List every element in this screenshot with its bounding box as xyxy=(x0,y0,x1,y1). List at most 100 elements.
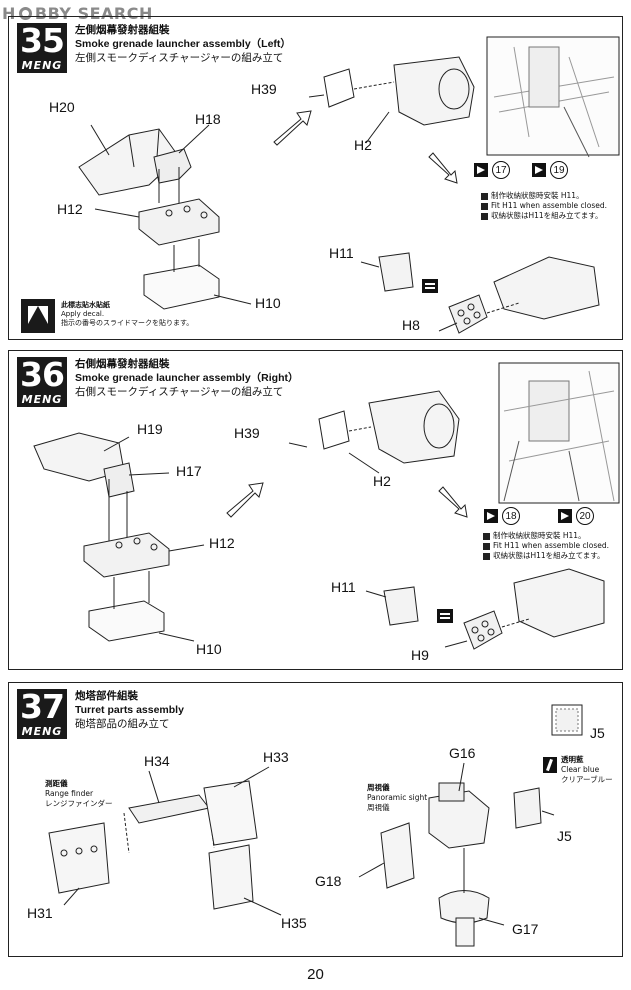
watermark-rest: BBY SEARCH xyxy=(34,3,153,23)
step-number: 37 xyxy=(20,687,65,726)
step-37-titles: 炮塔部件組裝 Turret parts assembly 砲塔部品の組み立て xyxy=(75,689,184,731)
closed-assembly-note: 制作收納狀態時安裝 H11。 Fit H11 when assemble clo… xyxy=(481,191,607,221)
bullet-icon xyxy=(483,542,490,550)
part-label-h10: H10 xyxy=(196,641,222,657)
step-35-illustration xyxy=(78,36,620,334)
part-label-h17: H17 xyxy=(176,463,202,479)
part-label-g17: G17 xyxy=(512,921,539,937)
part-label-h11: H11 xyxy=(329,245,354,261)
panoramic-sight-label: 周視儀 Panoramic sight 周視儀 xyxy=(367,783,427,813)
clear-blue-label: 透明藍 Clear blue クリアーブルー xyxy=(561,755,613,785)
note-en: Fit H11 when assemble closed. xyxy=(491,201,608,210)
part-label-h10: H10 xyxy=(255,295,281,311)
step-36-titles: 右側烟幕發射器組裝 Smoke grenade launcher assembl… xyxy=(75,357,298,399)
closed-assembly-note: 制作收納狀態時安裝 H11。 Fit H11 when assemble clo… xyxy=(483,531,609,561)
panoramic-zh: 周視儀 xyxy=(367,783,390,792)
part-label-h19: H19 xyxy=(137,421,163,437)
reference-photo-icon xyxy=(558,509,572,523)
title-jp: 砲塔部品の組み立て xyxy=(75,718,170,730)
title-zh: 右側烟幕發射器組裝 xyxy=(75,358,170,370)
part-label-h2: H2 xyxy=(354,137,372,153)
decal-jp: 指示の番号のスライドマークを貼ります。 xyxy=(61,319,194,327)
part-label-h2: H2 xyxy=(373,473,391,489)
clear-blue-zh: 透明藍 xyxy=(561,755,584,764)
reference-number: 19 xyxy=(550,161,568,179)
note-jp: 収納状態はH11を組み立てます。 xyxy=(493,551,605,560)
part-label-h9: H9 xyxy=(411,647,429,663)
part-label-j5-bottom: J5 xyxy=(557,828,572,844)
part-label-h20: H20 xyxy=(49,99,75,115)
step-35-titles: 左側烟幕發射器組裝 Smoke grenade launcher assembl… xyxy=(75,23,291,65)
brand-label: MENG xyxy=(21,725,63,738)
panoramic-en: Panoramic sight xyxy=(367,793,428,802)
bullet-icon xyxy=(483,552,490,560)
reference-photo-icon xyxy=(474,163,488,177)
range-finder-label: 測距儀 Range finder レンジファインダー xyxy=(45,779,113,809)
decal-en: Apply decal. xyxy=(61,310,105,318)
part-label-j5-top: J5 xyxy=(590,725,605,741)
part-label-h39: H39 xyxy=(251,81,277,97)
step-35-panel: 35 MENG 左側烟幕發射器組裝 Smoke grenade launcher… xyxy=(8,16,623,340)
title-en: Turret parts assembly xyxy=(75,704,184,716)
clear-blue-jp: クリアーブルー xyxy=(561,775,613,784)
step-37-illustration xyxy=(48,704,583,947)
reference-number: 17 xyxy=(492,161,510,179)
range-finder-en: Range finder xyxy=(45,789,94,798)
bullet-icon xyxy=(481,202,488,210)
part-label-h31: H31 xyxy=(27,905,53,921)
part-label-h8: H8 xyxy=(402,317,420,333)
reference-photo-icon xyxy=(484,509,498,523)
clear-blue-en: Clear blue xyxy=(561,765,600,774)
brand-label: MENG xyxy=(21,393,63,406)
step-36-panel: 36 MENG 右側烟幕發射器組裝 Smoke grenade launcher… xyxy=(8,350,623,670)
title-en: Smoke grenade launcher assembly（Right） xyxy=(75,372,299,384)
decal-legend: 此標志貼水貼紙 Apply decal. 指示の番号のスライドマークを貼ります。 xyxy=(21,299,221,337)
title-zh: 左側烟幕發射器組裝 xyxy=(75,24,170,36)
step-36-badge: 36 MENG xyxy=(17,355,67,407)
title-zh: 炮塔部件組裝 xyxy=(75,690,138,702)
swap-icon xyxy=(422,279,438,293)
title-en: Smoke grenade launcher assembly（Left） xyxy=(75,38,291,50)
range-finder-jp: レンジファインダー xyxy=(45,799,113,808)
watermark-logo-icon xyxy=(18,6,32,20)
hobby-search-watermark: H BBY SEARCH xyxy=(2,2,153,24)
panoramic-jp: 周視儀 xyxy=(367,803,390,812)
step-number: 36 xyxy=(20,355,65,394)
title-jp: 右側スモークディスチャージャーの組み立て xyxy=(75,386,284,398)
reference-icons: 18 20 xyxy=(484,507,594,525)
part-label-g16: G16 xyxy=(449,745,476,761)
part-label-h34: H34 xyxy=(144,753,170,769)
part-label-h35: H35 xyxy=(281,915,307,931)
brand-label: MENG xyxy=(21,59,63,72)
swap-icon xyxy=(437,609,453,623)
part-label-h39: H39 xyxy=(234,425,260,441)
note-jp: 収納状態はH11を組み立てます。 xyxy=(491,211,603,220)
watermark-h: H xyxy=(2,3,16,23)
step-37-badge: 37 MENG xyxy=(17,687,67,739)
bullet-icon xyxy=(481,192,488,200)
step-36-illustration xyxy=(33,362,620,650)
decal-icon xyxy=(21,299,55,333)
part-label-h12: H12 xyxy=(57,201,83,217)
reference-number: 18 xyxy=(502,507,520,525)
note-en: Fit H11 when assemble closed. xyxy=(493,541,610,550)
step-37-panel: 37 MENG 炮塔部件組裝 Turret parts assembly 砲塔部… xyxy=(8,682,623,957)
note-zh: 制作收納狀態時安裝 H11。 xyxy=(493,531,586,540)
title-jp: 左側スモークディスチャージャーの組み立て xyxy=(75,52,284,64)
reference-number: 20 xyxy=(576,507,594,525)
step-35-badge: 35 MENG xyxy=(17,21,67,73)
reference-icons: 17 19 xyxy=(474,161,568,179)
part-label-h12: H12 xyxy=(209,535,235,551)
range-finder-zh: 測距儀 xyxy=(45,779,68,788)
reference-photo-icon xyxy=(532,163,546,177)
part-label-g18: G18 xyxy=(315,873,342,889)
part-label-h33: H33 xyxy=(263,749,289,765)
clear-part-icon xyxy=(543,757,557,773)
bullet-icon xyxy=(483,532,490,540)
part-label-h11: H11 xyxy=(331,579,356,595)
part-label-h18: H18 xyxy=(195,111,221,127)
bullet-icon xyxy=(481,212,488,220)
note-zh: 制作收納狀態時安裝 H11。 xyxy=(491,191,584,200)
page-number: 20 xyxy=(307,966,324,983)
decal-zh: 此標志貼水貼紙 xyxy=(61,301,110,309)
